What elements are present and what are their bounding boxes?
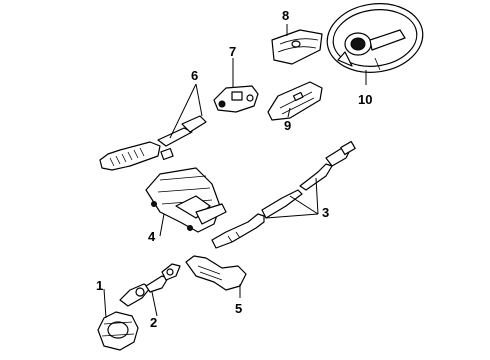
steering-wheel	[326, 3, 424, 73]
leader-lines	[103, 24, 367, 319]
callout-5: 5	[235, 301, 243, 316]
upper-shroud	[271, 29, 323, 65]
column-boot	[97, 311, 139, 351]
intermediate-shaft	[119, 263, 181, 307]
callout-1: 1	[96, 278, 104, 293]
callout-9: 9	[284, 118, 292, 133]
callout-7: 7	[229, 44, 237, 59]
lower-shroud	[267, 81, 323, 121]
lower-support	[185, 255, 247, 291]
shift-tube-assembly	[99, 115, 207, 171]
callout-2: 2	[150, 315, 158, 330]
callout-3: 3	[322, 205, 330, 220]
lock-housing	[213, 85, 259, 113]
callout-10: 10	[358, 92, 373, 107]
callout-4: 4	[148, 229, 156, 244]
steering-shaft	[211, 140, 356, 249]
column-bracket	[145, 167, 227, 233]
callout-6: 6	[191, 68, 199, 83]
callout-8: 8	[282, 8, 290, 23]
